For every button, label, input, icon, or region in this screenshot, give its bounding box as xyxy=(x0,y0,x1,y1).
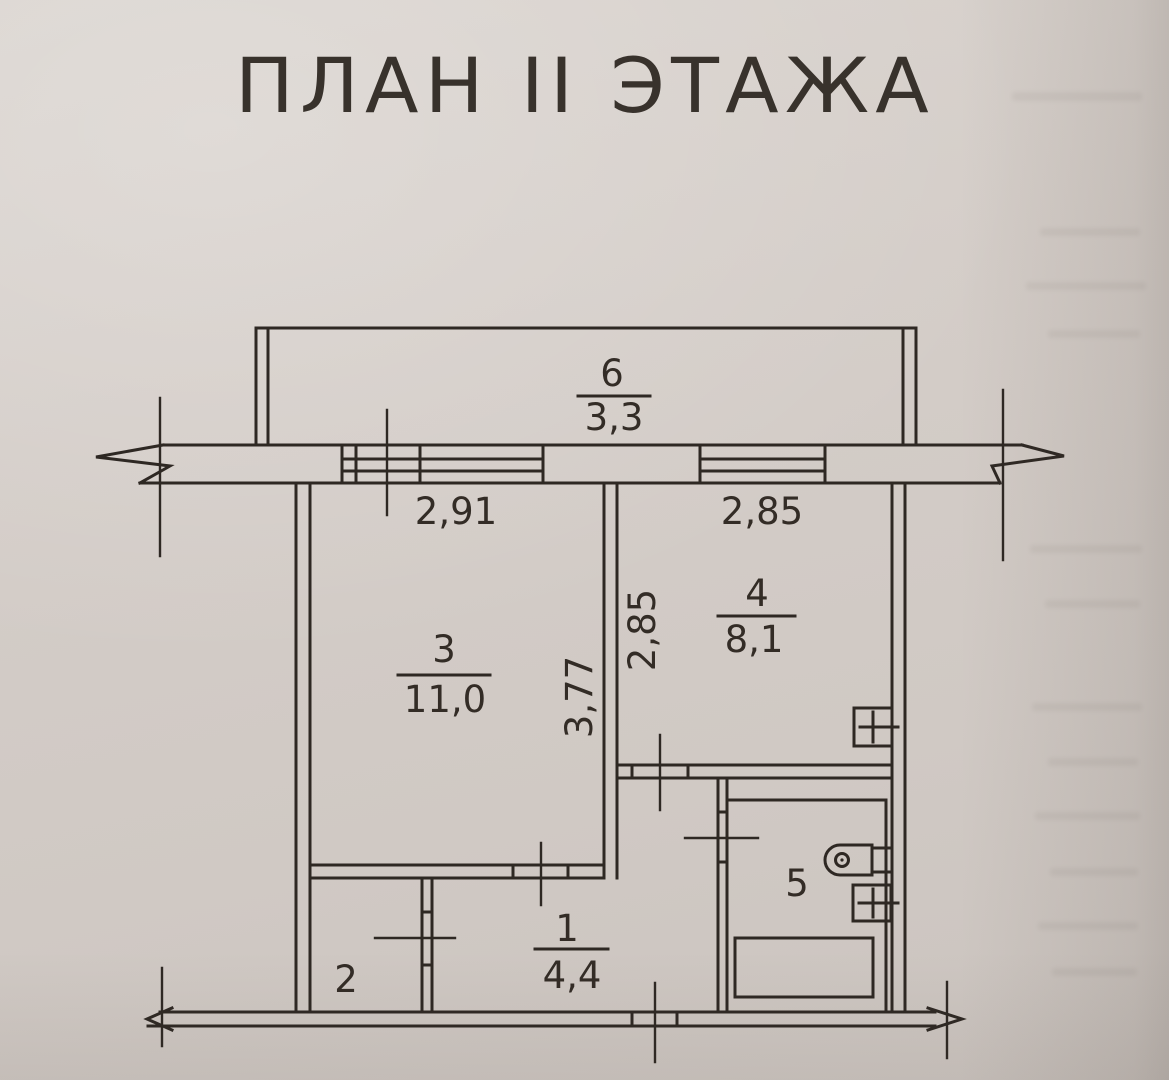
wall-room3-room4 xyxy=(602,481,619,880)
vent-duct-room4 xyxy=(852,706,900,748)
wall-end-arrow-left xyxy=(143,1006,174,1032)
room1-number: 1 xyxy=(555,907,579,950)
plan-title: ПЛАН II ЭТАЖА xyxy=(235,41,935,130)
room3-label: 3 11,0 xyxy=(396,628,492,721)
vent-duct-bathroom xyxy=(851,883,900,923)
wall-room2-room1 xyxy=(420,876,434,1014)
washbasin xyxy=(823,843,894,877)
wall-break-left xyxy=(95,443,175,486)
room1-area: 4,4 xyxy=(543,954,602,997)
room1-label: 1 4,4 xyxy=(533,907,610,997)
room6-label: 6 3,3 xyxy=(576,352,652,439)
room2-number: 2 xyxy=(334,958,358,1001)
exterior-wall-bottom xyxy=(143,1006,967,1032)
room3-number: 3 xyxy=(432,628,456,671)
window-room4 xyxy=(698,443,827,485)
room4-number: 4 xyxy=(745,572,769,615)
wall-break-right xyxy=(989,443,1065,485)
dimension-top-right: 2,85 xyxy=(721,490,803,533)
wall-bathroom-left xyxy=(716,776,729,1014)
dimension-top-left: 2,91 xyxy=(415,490,497,533)
wall-room3-bottom xyxy=(308,863,606,880)
exterior-wall-right xyxy=(890,481,907,1014)
bathroom-inner-face xyxy=(725,798,888,1014)
window-room3 xyxy=(340,443,545,485)
room4-area: 8,1 xyxy=(725,618,784,661)
wall-end-arrow-right xyxy=(926,1006,967,1032)
room3-area: 11,0 xyxy=(404,678,486,721)
exterior-wall-top xyxy=(95,443,1065,486)
balcony-outline xyxy=(254,326,918,447)
exterior-wall-left xyxy=(294,481,312,1014)
dimension-room3-depth: 3,77 xyxy=(558,656,601,738)
dimension-room4-depth: 2,85 xyxy=(621,589,664,671)
room6-number: 6 xyxy=(600,352,624,395)
bathtub xyxy=(733,936,875,999)
wall-room4-bottom xyxy=(615,763,894,780)
room4-label: 4 8,1 xyxy=(716,572,797,661)
room6-area: 3,3 xyxy=(585,396,644,439)
room5-number: 5 xyxy=(785,862,809,905)
